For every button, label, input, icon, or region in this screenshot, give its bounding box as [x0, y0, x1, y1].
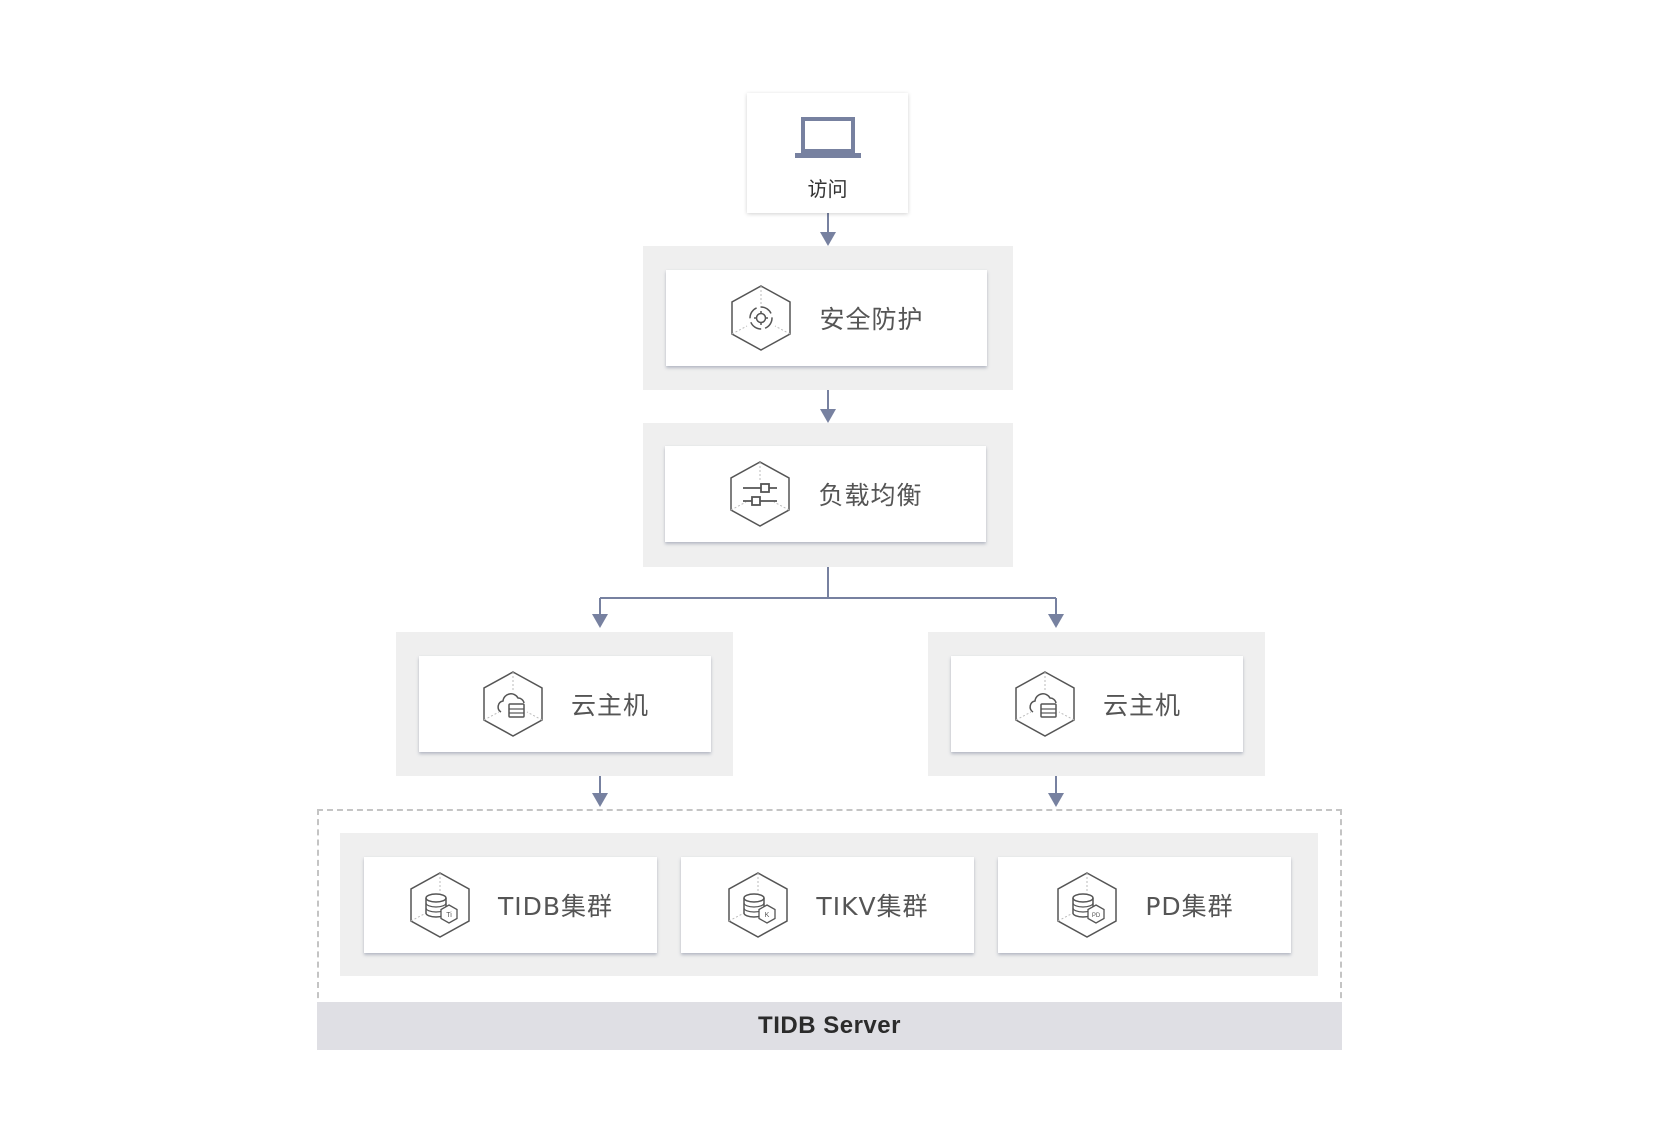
arrow-to-server-left — [592, 793, 608, 807]
load-balancer-icon — [730, 461, 791, 527]
load-balance-card: 负载均衡 — [665, 446, 986, 542]
cluster-label-tikv: TIKV集群 — [816, 892, 929, 921]
tidb-server-bar: TIDB Server — [317, 1002, 1342, 1050]
access-label: 访问 — [807, 177, 848, 201]
cluster-label-tidb: TIDB集群 — [497, 892, 614, 921]
arrow-to-server-right — [1048, 793, 1064, 807]
security-gear-icon — [731, 285, 792, 351]
arrow-to-host-left — [592, 614, 608, 628]
arrow-to-host-right — [1048, 614, 1064, 628]
database-icon: K — [728, 872, 789, 938]
cluster-badge-tidb: Ti — [446, 912, 452, 919]
tidb-server-label: TIDB Server — [758, 1012, 901, 1039]
laptop-icon — [794, 117, 861, 158]
arrow-to-security — [820, 232, 836, 246]
cloud-host-icon — [1015, 671, 1075, 737]
cluster-badge-pd: PD — [1092, 913, 1101, 919]
access-node: 访问 — [747, 93, 908, 213]
cloud-host-label-left: 云主机 — [570, 691, 649, 720]
cluster-label-pd: PD集群 — [1145, 892, 1234, 921]
security-label: 安全防护 — [819, 305, 924, 334]
cloud-host-icon — [483, 671, 543, 737]
database-icon: Ti — [410, 872, 470, 938]
cloud-host-label-right: 云主机 — [1102, 691, 1181, 720]
cloud-host-card-right: 云主机 — [951, 656, 1243, 752]
database-icon: PD — [1057, 872, 1118, 938]
arrow-to-load-balance — [820, 409, 836, 423]
cluster-card-tidb: Ti TIDB集群 — [364, 857, 657, 953]
cluster-badge-tikv: K — [765, 912, 770, 919]
load-balance-label: 负载均衡 — [818, 481, 923, 510]
cluster-card-pd: PD PD集群 — [998, 857, 1291, 953]
cluster-card-tikv: K TIKV集群 — [681, 857, 974, 953]
security-card: 安全防护 — [666, 270, 987, 366]
cloud-host-card-left: 云主机 — [419, 656, 711, 752]
